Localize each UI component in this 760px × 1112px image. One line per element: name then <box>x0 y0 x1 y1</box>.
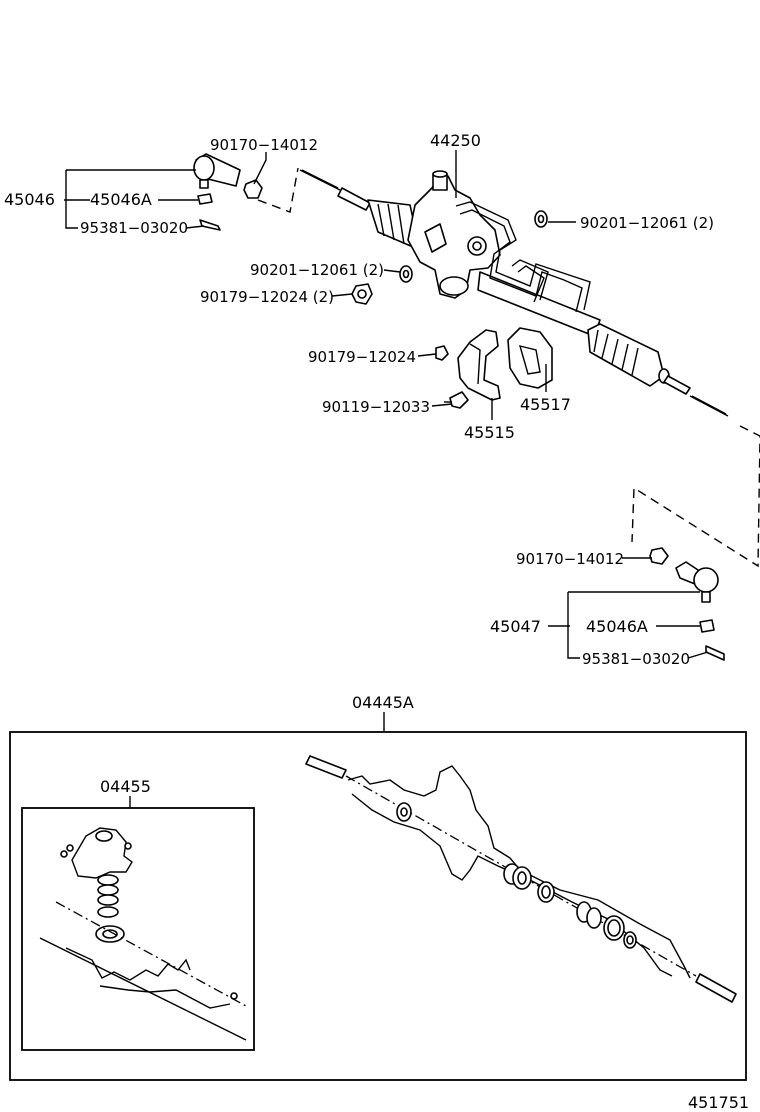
housing-flange <box>424 223 447 253</box>
kit-box-04455 <box>21 807 255 1051</box>
tie-rod-end-left[interactable] <box>193 153 241 189</box>
right-boot-ribs <box>593 329 639 376</box>
castle-nut-left[interactable] <box>197 193 213 205</box>
label-90170-top: 90170−14012 <box>210 136 318 154</box>
washer-90201-left[interactable] <box>399 265 413 283</box>
grommet-45517-inner <box>518 345 541 375</box>
left-tie-rod <box>299 169 371 211</box>
label-45046: 45046 <box>4 190 55 209</box>
leader-lines <box>64 150 709 808</box>
label-45046A-bottom: 45046A <box>586 617 648 636</box>
washer-90201-right[interactable] <box>534 210 548 228</box>
nut-90179-pair[interactable] <box>351 283 373 305</box>
tie-rod-end-right[interactable] <box>675 561 719 603</box>
label-45047: 45047 <box>490 617 541 636</box>
label-45046A-top: 45046A <box>90 190 152 209</box>
label-95381-bottom: 95381−03020 <box>582 650 690 668</box>
bracket-45515-fold <box>469 343 481 385</box>
label-04445A: 04445A <box>352 693 414 712</box>
castle-nut-right[interactable] <box>699 619 715 633</box>
valve-kit-ghost-outline <box>39 827 247 1041</box>
cotter-pin-left[interactable] <box>199 219 221 231</box>
label-90119: 90119−12033 <box>322 398 430 416</box>
housing-port-inner <box>472 241 482 251</box>
lock-nut-90170-top[interactable] <box>243 179 263 199</box>
nut-90179[interactable] <box>435 345 449 361</box>
figure-number: 451751 <box>688 1093 749 1112</box>
kit-seals-04445A <box>396 802 637 949</box>
label-90179: 90179−12024 <box>308 348 416 366</box>
leader-dashed-top <box>257 167 299 213</box>
bolt-90119[interactable] <box>444 391 469 409</box>
label-45515: 45515 <box>464 423 515 442</box>
label-45517: 45517 <box>520 395 571 414</box>
lock-nut-90170-bottom[interactable] <box>649 547 669 565</box>
kit-box-04445A <box>9 731 747 1081</box>
hydraulic-lines <box>455 201 591 313</box>
steering-gear-assembly[interactable] <box>299 169 729 417</box>
label-90201-left: 90201−12061 (2) <box>250 261 384 279</box>
label-04455: 04455 <box>100 777 151 796</box>
left-boot-ribs <box>377 203 405 245</box>
label-90179-pair: 90179−12024 (2) <box>200 288 334 306</box>
right-tie-rod <box>663 375 729 417</box>
label-44250: 44250 <box>430 131 481 150</box>
pinion-shaft-end <box>432 170 448 178</box>
cotter-pin-right[interactable] <box>705 645 725 661</box>
housing-lower-cap <box>439 276 469 296</box>
label-95381-top: 95381−03020 <box>80 219 188 237</box>
grommet-45517[interactable] <box>507 327 553 389</box>
leader-dashed-right <box>631 425 760 568</box>
label-90201-right: 90201−12061 (2) <box>580 214 714 232</box>
label-90170-bottom: 90170−14012 <box>516 550 624 568</box>
